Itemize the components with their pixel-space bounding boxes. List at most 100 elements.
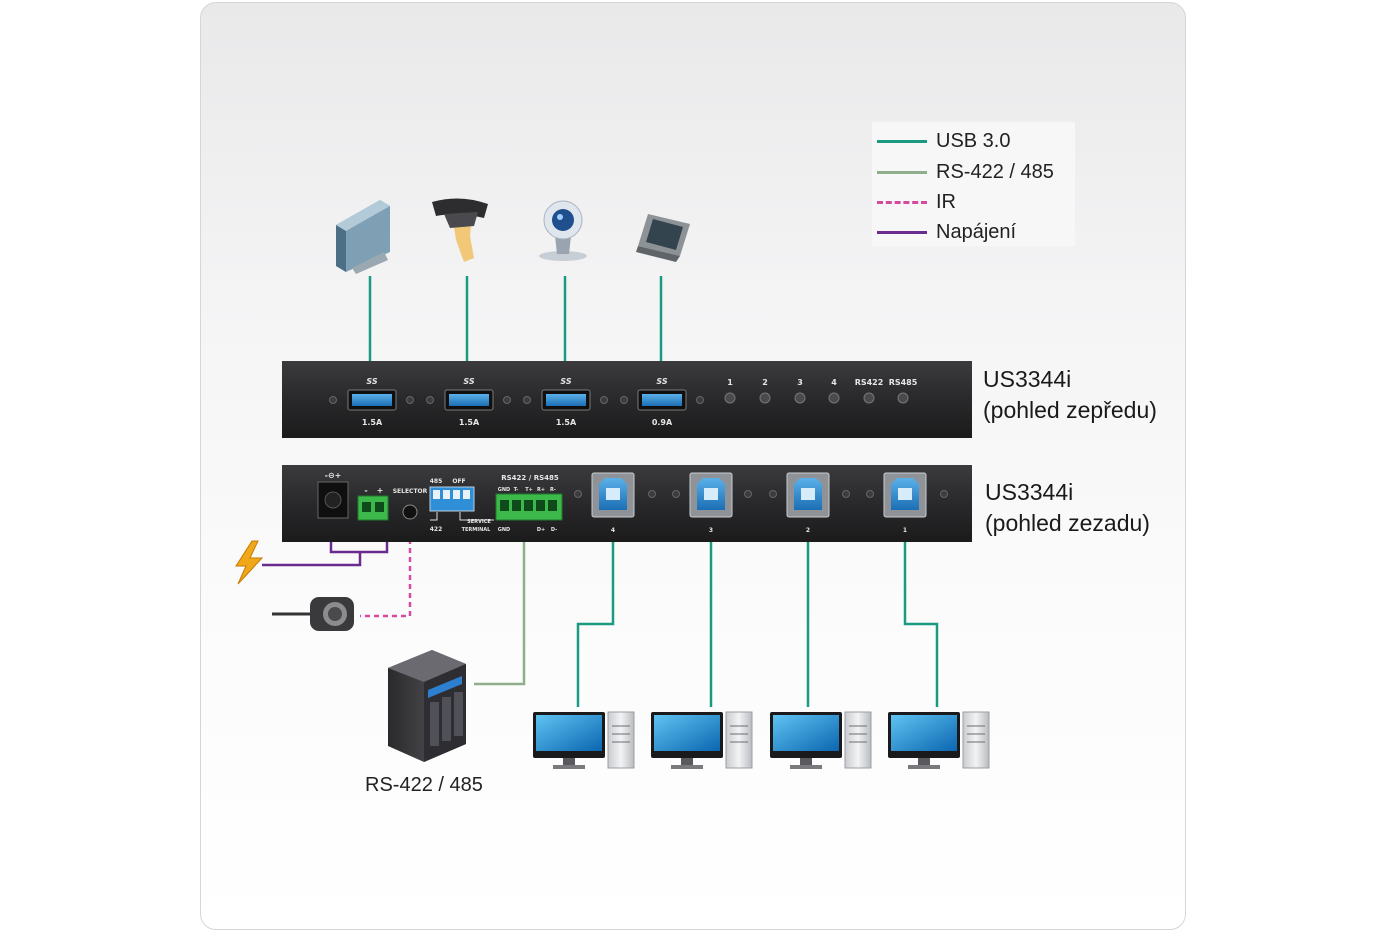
port-led: [842, 490, 850, 498]
port-led: [940, 490, 948, 498]
rs-slot: [512, 500, 521, 511]
pc-icon: [533, 711, 635, 769]
server-bay: [442, 697, 451, 741]
led-label: 4: [831, 378, 837, 387]
line-pc-1: [903, 540, 939, 707]
server-label: RS-422 / 485: [365, 774, 483, 796]
front-usb-port: SS 1.5A: [444, 377, 494, 427]
line-pc-4: [576, 540, 615, 707]
dip-bracket: [430, 512, 438, 521]
rs-block-title: RS422 / RS485: [501, 474, 559, 482]
usb-port-tongue: [449, 394, 489, 406]
dip-label-422: 422: [430, 526, 443, 533]
rs-pin-label: T-: [514, 487, 519, 493]
monitor-stand: [671, 765, 703, 769]
usb-b-port: 1: [883, 472, 927, 534]
rs-slot: [548, 500, 557, 511]
pc-icon: [888, 711, 990, 769]
ir-receiver-icon: [272, 597, 354, 631]
legend-item-ir: IR: [877, 190, 956, 214]
line-rs485: [474, 540, 526, 686]
pc-icon: [770, 711, 872, 769]
usb-b-port: 4: [591, 472, 635, 534]
rs-pin-label: R+: [537, 487, 545, 493]
usb-logo-text: SS: [560, 377, 571, 386]
rs-slot: [524, 500, 533, 511]
rs-pin-label: GND: [498, 487, 510, 493]
tower-slots: [967, 725, 985, 743]
terminal-slot: [375, 502, 384, 512]
lightning-icon: [235, 540, 264, 585]
usb-b-number: 3: [709, 527, 713, 534]
power-symbol: -⊖+: [325, 471, 342, 480]
rs-bottom-label: GND: [498, 527, 510, 533]
dip-bracket: [459, 512, 494, 521]
webcam-base: [539, 251, 587, 261]
port-current-label: 1.5A: [362, 418, 383, 427]
rs-bottom-label: D+: [537, 527, 545, 533]
usb-b-number: 4: [611, 527, 615, 534]
legend-label: IR: [936, 190, 956, 213]
usb-b-port: 3: [689, 472, 733, 534]
rs-pin-label: R-: [550, 487, 556, 493]
pc-tower: [607, 711, 635, 769]
storage-stand: [352, 252, 388, 274]
front-view-text: (pohled zepředu): [983, 397, 1157, 423]
front-usb-port: SS 1.5A: [347, 377, 397, 427]
webcam-stand: [555, 236, 571, 254]
front-usb-port: SS 1.5A: [541, 377, 591, 427]
port-led: [574, 490, 582, 498]
webcam-lens: [552, 209, 574, 231]
monitor-screen: [891, 715, 957, 751]
server-top: [388, 650, 466, 682]
monitor-stand: [908, 765, 940, 769]
port-led: [523, 396, 531, 404]
rear-panel-label: US3344i (pohled zezadu): [985, 477, 1150, 539]
external-storage-icon: [336, 200, 390, 274]
monitor-neck: [563, 758, 575, 765]
rs-pin-label: T+: [525, 487, 533, 493]
dip-toggle: [433, 490, 440, 499]
monitor-stand: [790, 765, 822, 769]
storage-side: [336, 225, 346, 272]
port-led: [696, 396, 704, 404]
server-light-bar: [428, 676, 462, 698]
led-label: 3: [797, 378, 803, 387]
front-device-name: US3344i: [983, 366, 1072, 392]
tower-slots: [730, 725, 748, 743]
dip-label-off: OFF: [452, 478, 465, 485]
front-usb-port: SS 0.9A: [637, 377, 687, 427]
usb-logo-text: SS: [656, 377, 667, 386]
dip-toggle: [463, 490, 470, 499]
monitor-neck: [800, 758, 812, 765]
dip-switch-toggles: [433, 490, 470, 499]
legend-line-ir: [877, 200, 927, 204]
led-label: RS485: [889, 378, 918, 387]
status-led: [794, 392, 806, 404]
legend-label: USB 3.0: [936, 129, 1011, 152]
monitor-screen: [773, 715, 839, 751]
rear-panel: -⊖+ - + SELECTOR 485 OFF 422 SERVICE TER…: [282, 465, 972, 542]
dip-label-terminal: TERMINAL: [462, 527, 492, 533]
usb-b-pin: [898, 488, 912, 500]
rs-bottom-label: D-: [551, 527, 557, 533]
pc-tower: [962, 711, 990, 769]
webcam-icon: [539, 200, 587, 261]
legend-line-rs: [877, 170, 927, 174]
front-panel-label: US3344i (pohled zepředu): [983, 364, 1157, 426]
port-led: [648, 490, 656, 498]
usb-b-number: 1: [903, 527, 907, 534]
port-led: [769, 490, 777, 498]
port-led: [329, 396, 337, 404]
line-power: [262, 552, 362, 567]
port-led: [406, 396, 414, 404]
server-bay: [430, 702, 439, 746]
usb-port-tongue: [642, 394, 682, 406]
legend-line-usb: [877, 139, 927, 143]
usb-b-pin: [801, 488, 815, 500]
dip-label-485: 485: [430, 478, 443, 485]
port-led: [426, 396, 434, 404]
status-led: [863, 392, 875, 404]
port-led: [503, 396, 511, 404]
port-led: [672, 490, 680, 498]
